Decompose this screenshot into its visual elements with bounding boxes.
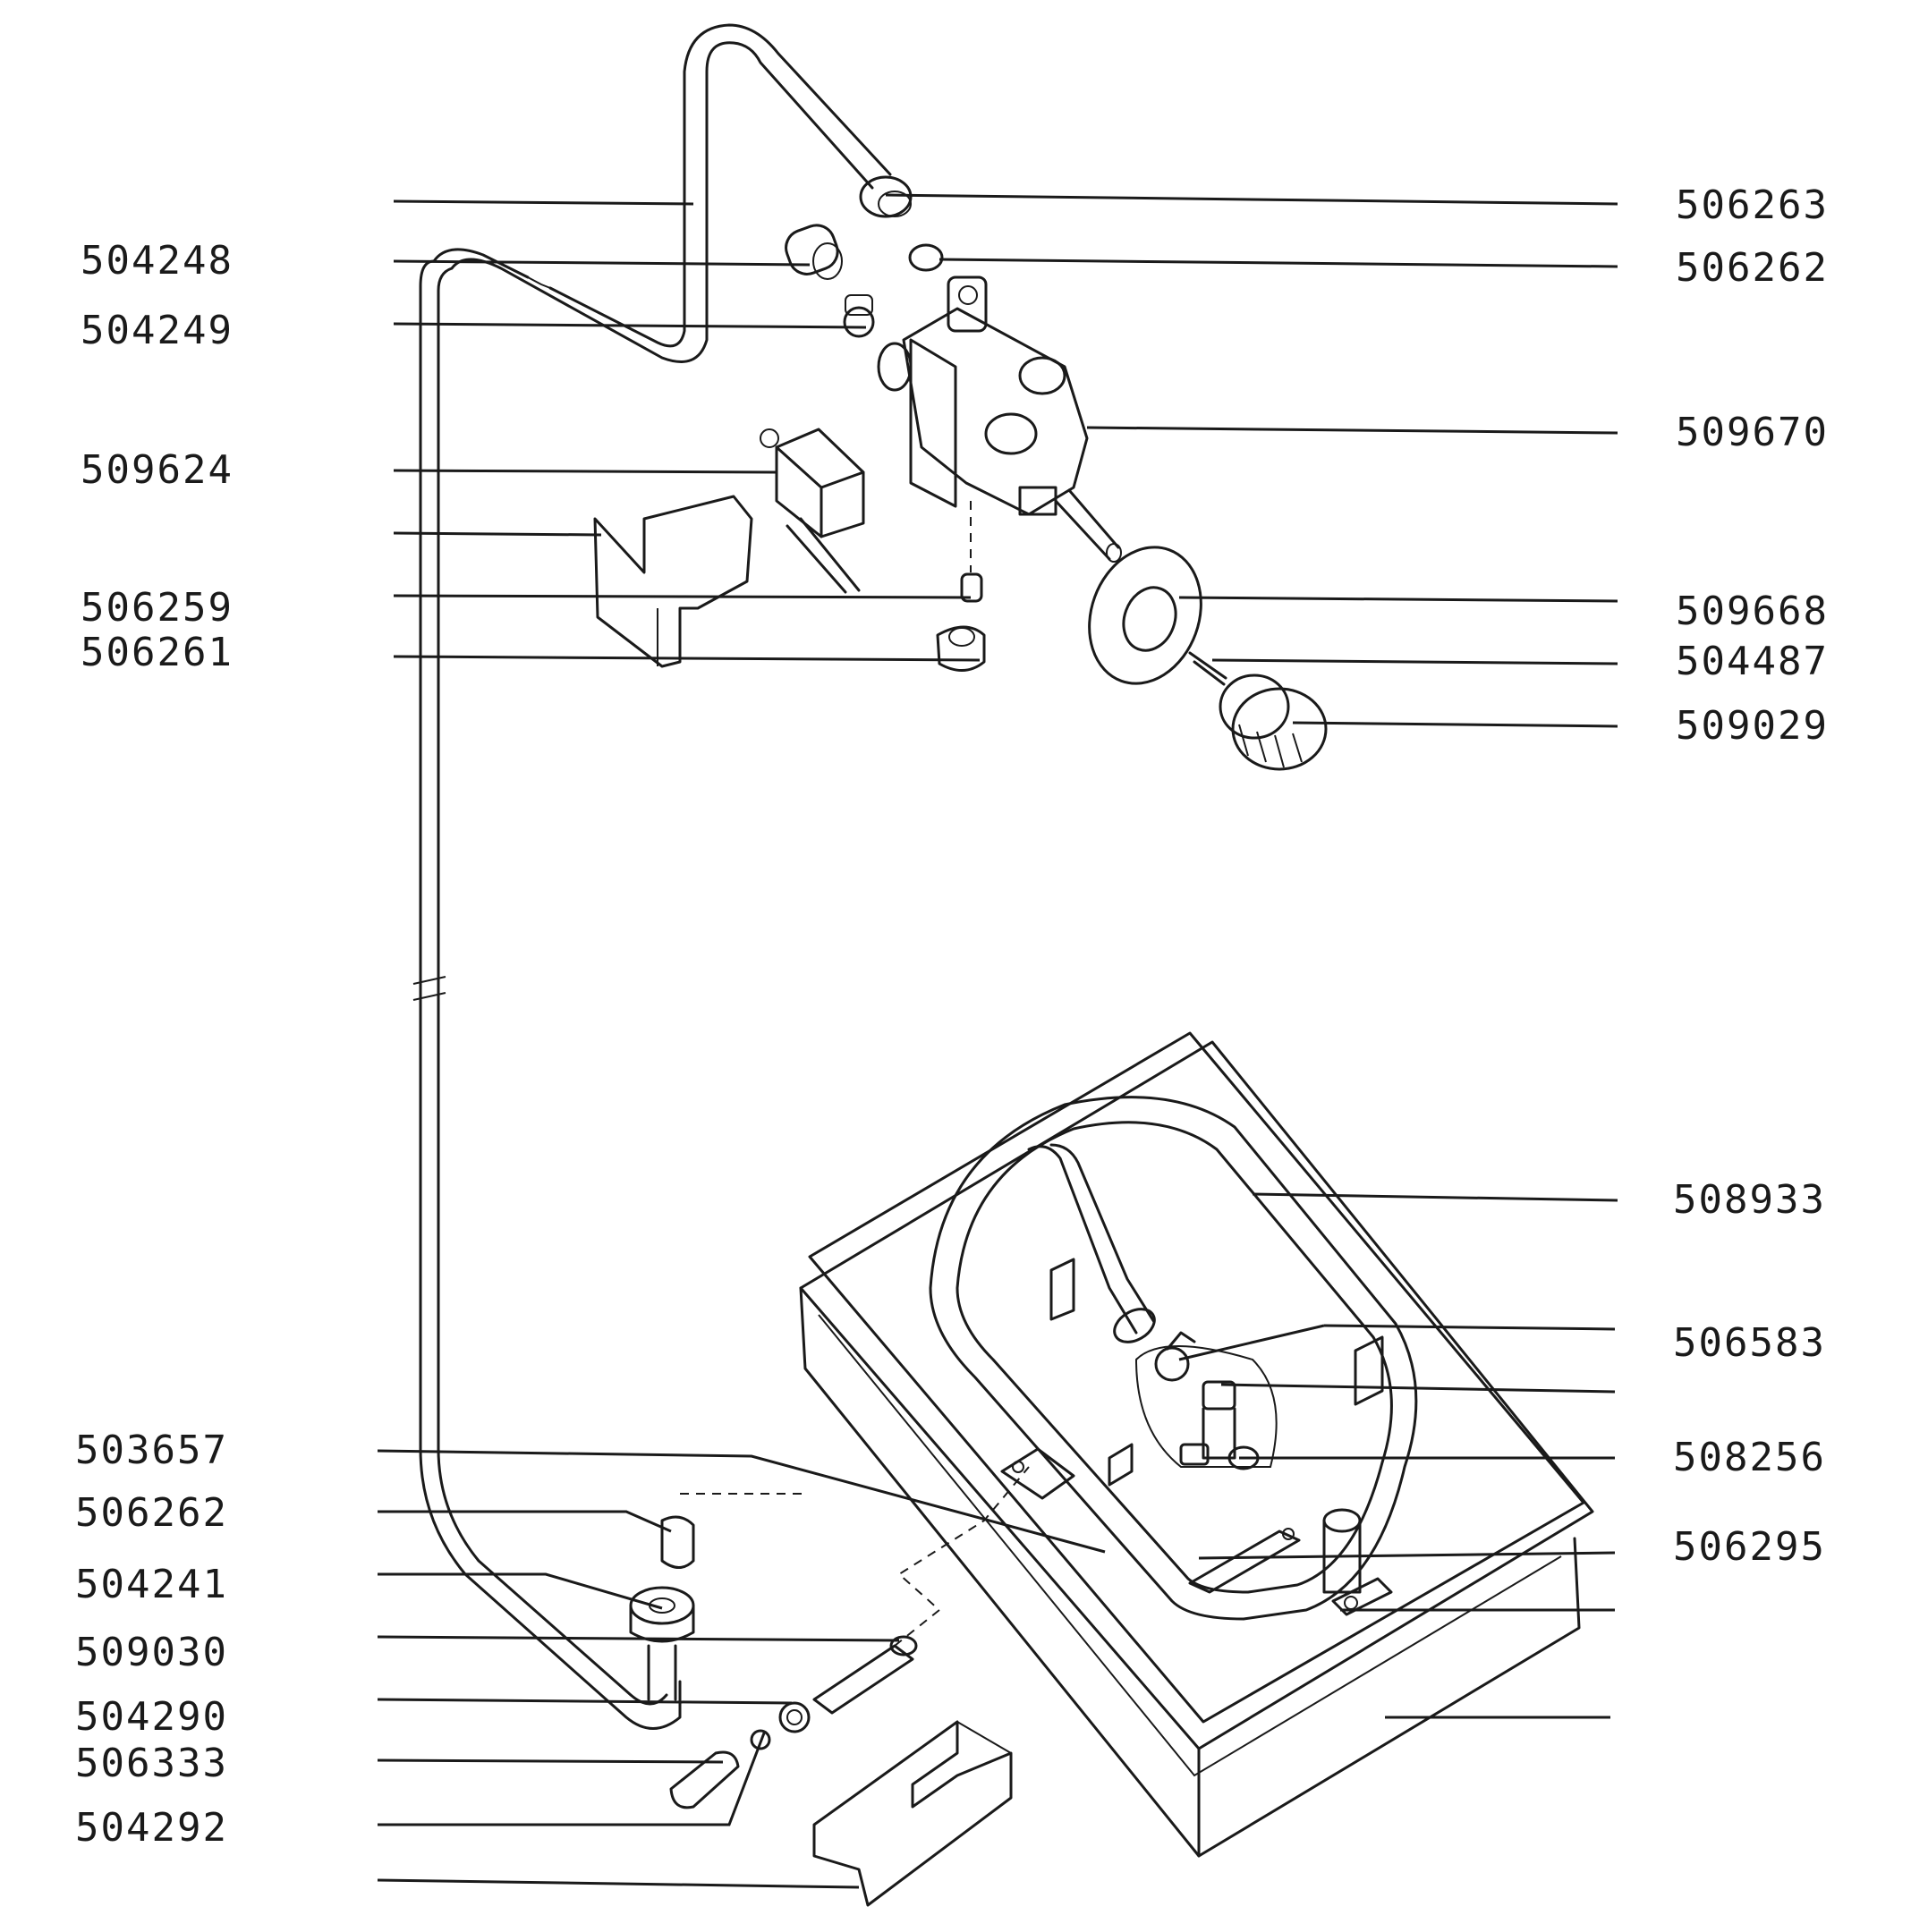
microswitch-509624 <box>760 428 865 594</box>
leader-509670 <box>1086 426 1618 435</box>
leader-504292 <box>378 1730 767 1826</box>
fitting-506261 <box>936 625 986 672</box>
injector-509030 <box>812 1644 914 1715</box>
label-503657: 503657 <box>75 1428 228 1473</box>
leader-506583c <box>1220 1383 1616 1394</box>
leader-506263 <box>885 193 1618 206</box>
label-509624: 509624 <box>81 447 234 493</box>
leader-bottom-unlabeled <box>377 1878 860 1889</box>
nut-504241 <box>629 1586 695 1625</box>
leader-509030 <box>377 1635 900 1642</box>
leader-504241 <box>378 1572 663 1610</box>
label-506261: 506261 <box>81 630 234 675</box>
label-504290: 504290 <box>75 1694 228 1740</box>
leader-bracket-unlabeled <box>393 531 602 537</box>
leader-506259 <box>393 594 972 599</box>
label-506333: 506333 <box>75 1741 228 1786</box>
small-fittings-506259-506261 <box>936 572 986 672</box>
electrode-506295 <box>1188 1508 1393 1616</box>
leader-504290 <box>377 1698 793 1705</box>
washer-504290 <box>778 1701 811 1733</box>
thermocouple-506583 <box>1134 1331 1278 1468</box>
label-504292: 504292 <box>75 1805 228 1851</box>
label-506262-top: 506262 <box>1676 245 1829 291</box>
leader-509668 <box>1178 596 1618 603</box>
leader-506295 <box>1198 1551 1616 1560</box>
leader-504487 <box>1211 658 1618 665</box>
leader-lines <box>377 193 1618 1889</box>
knob-509029 <box>1231 687 1328 771</box>
upper-fittings <box>785 175 944 338</box>
gas-valve-509670 <box>877 275 1122 572</box>
label-509668: 509668 <box>1676 589 1829 634</box>
pilot-508256 <box>1179 1380 1260 1470</box>
lower-fittings <box>629 1466 1030 1907</box>
bezel-509668 <box>1088 546 1202 685</box>
leader-506583 <box>1178 1324 1325 1361</box>
side-brackets <box>1000 1258 1384 1500</box>
leader-506262-bottom <box>378 1510 672 1533</box>
label-504241: 504241 <box>75 1562 228 1607</box>
fitting-504249 <box>843 306 875 338</box>
label-506262-bottom: 506262 <box>75 1490 228 1536</box>
label-504487: 504487 <box>1676 639 1829 684</box>
screw-504487 <box>1188 651 1227 686</box>
label-506259: 506259 <box>81 585 234 631</box>
label-508256: 508256 <box>1673 1435 1826 1480</box>
label-506583: 506583 <box>1673 1320 1826 1366</box>
nut-506263 <box>859 175 913 218</box>
part-number-labels: 506263 506262 504248 504249 509670 50962… <box>75 182 1829 1851</box>
leader-506262-top <box>939 258 1618 268</box>
olive-506262 <box>908 243 944 272</box>
leader-509624 <box>393 469 777 474</box>
label-508933: 508933 <box>1673 1177 1826 1223</box>
label-504249: 504249 <box>81 308 234 353</box>
pin-506333 <box>669 1750 740 1809</box>
leader-504249 <box>393 322 867 329</box>
gas-tube <box>412 23 892 1730</box>
burner-tray <box>799 1031 1594 1858</box>
leader-503657 <box>377 1449 1106 1554</box>
leader-506261 <box>393 655 981 662</box>
clip-504292 <box>750 1729 771 1750</box>
label-506263: 506263 <box>1676 182 1829 228</box>
leader-508933 <box>1252 1192 1618 1202</box>
fitting-506259 <box>960 572 983 603</box>
label-506295: 506295 <box>1673 1524 1826 1570</box>
label-509030: 509030 <box>75 1630 228 1675</box>
mounting-bracket <box>593 495 753 668</box>
leader-506333 <box>377 1758 724 1764</box>
knob-assembly <box>1088 546 1328 771</box>
leader-top-unlabeled <box>393 199 694 206</box>
leader-509029 <box>1292 721 1618 728</box>
sleeve-504248 <box>785 224 839 275</box>
label-509670: 509670 <box>1676 410 1829 455</box>
leader-506583b <box>1323 1324 1616 1331</box>
label-504248: 504248 <box>81 238 234 284</box>
olive-506262-bottom <box>660 1515 695 1569</box>
bottom-bracket <box>812 1720 1013 1907</box>
label-509029: 509029 <box>1676 703 1829 749</box>
